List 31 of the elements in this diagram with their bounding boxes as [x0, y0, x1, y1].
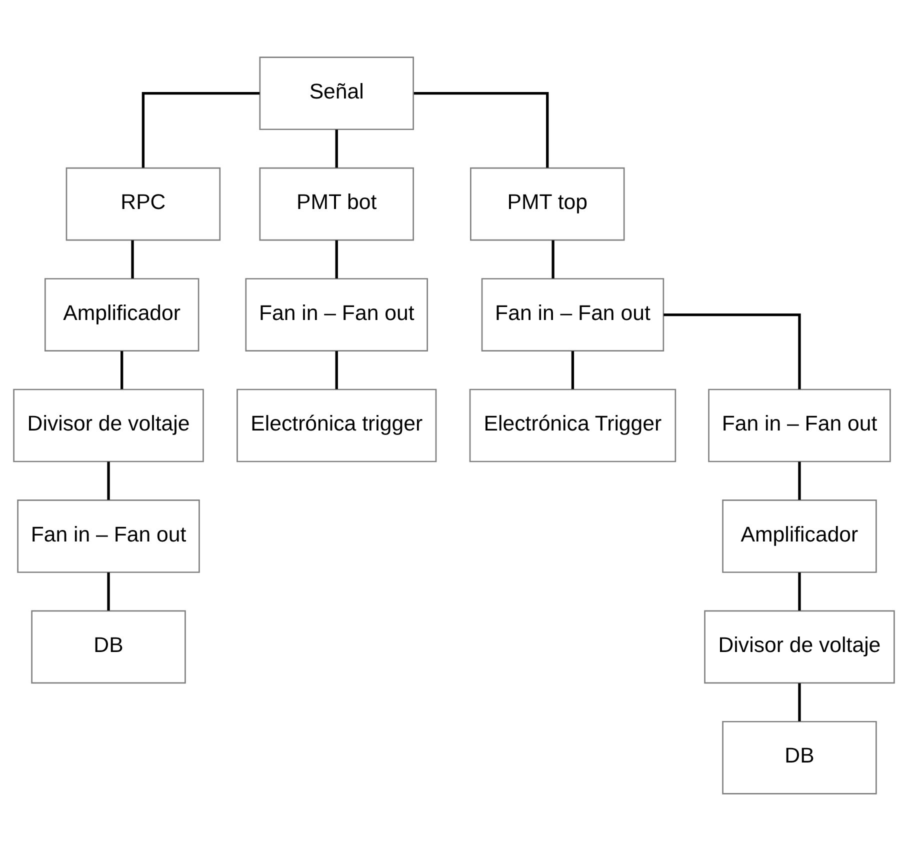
node-box: PMT bot	[259, 166, 414, 240]
connector	[335, 350, 338, 389]
node-box: Divisor de voltaje	[704, 610, 895, 684]
node-box: Fan in – Fan out	[708, 388, 891, 462]
connector	[107, 572, 110, 610]
node-box: Electrónica Trigger	[469, 388, 676, 462]
node-box: DB	[31, 610, 186, 684]
node-box: Señal	[259, 56, 414, 130]
node-box: Fan in – Fan out	[481, 278, 664, 351]
node-box: Fan in – Fan out	[245, 278, 428, 351]
connector	[131, 240, 134, 278]
connector	[798, 572, 801, 610]
connector	[664, 312, 801, 389]
connector	[414, 92, 549, 168]
connector	[107, 461, 110, 500]
node-box: DB	[722, 720, 877, 794]
connector	[120, 350, 124, 389]
node-box: Fan in – Fan out	[17, 499, 200, 572]
node-box: Divisor de voltaje	[13, 388, 204, 462]
node-box: Electrónica trigger	[236, 388, 437, 462]
connector	[552, 240, 554, 278]
node-box: Amplificador	[722, 499, 877, 572]
connector	[335, 129, 338, 168]
connector	[798, 461, 801, 500]
connector	[798, 682, 801, 721]
connector	[142, 92, 260, 168]
node-box: Amplificador	[44, 278, 200, 351]
node-box: RPC	[66, 166, 221, 240]
node-box: PMT top	[470, 166, 625, 240]
connector	[335, 240, 338, 278]
connector	[571, 350, 574, 389]
